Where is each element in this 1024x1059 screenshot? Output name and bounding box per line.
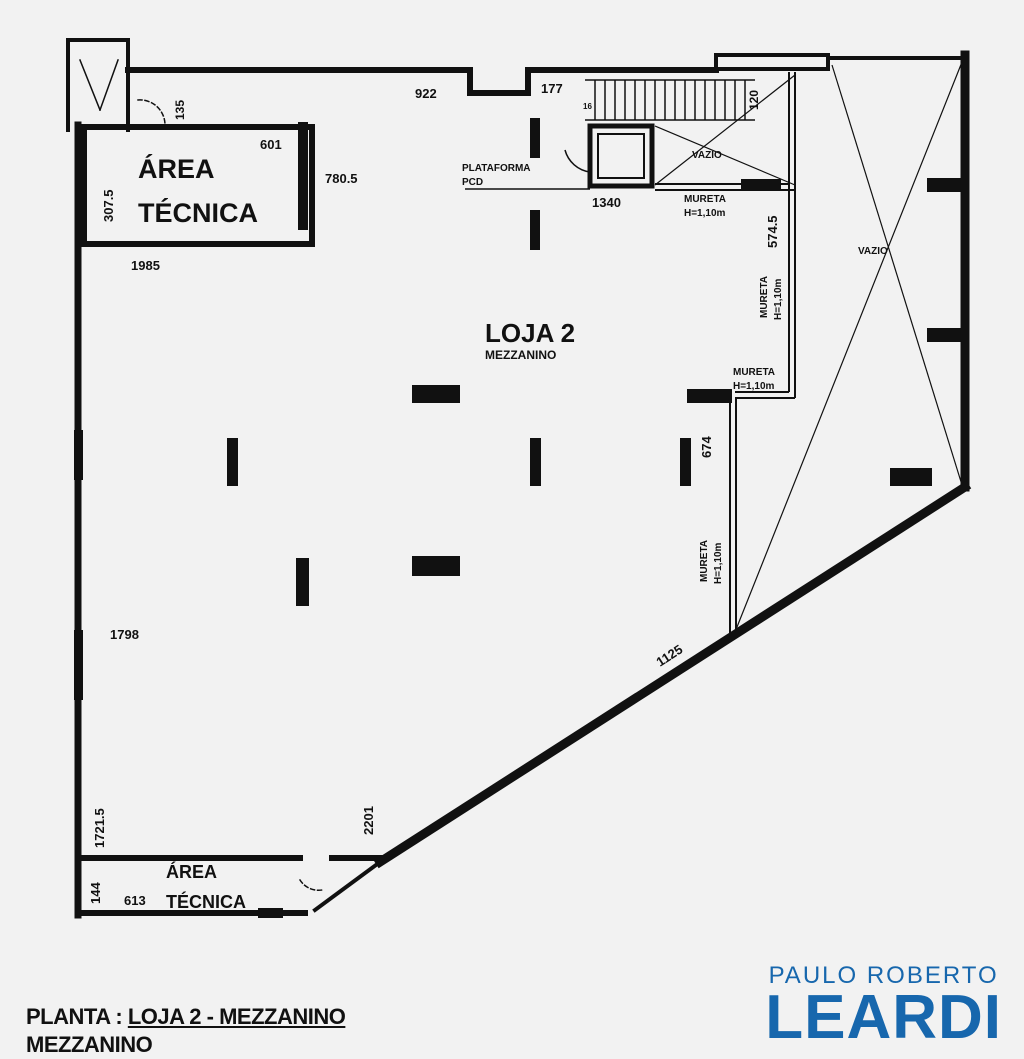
caption-subtitle: MEZZANINO: [26, 1032, 153, 1057]
stairs: [585, 79, 755, 121]
mureta-height: H=1,10m: [773, 278, 784, 320]
mureta-label: MURETA: [684, 194, 726, 205]
brand-logo: PAULO ROBERTO LEARDI: [765, 962, 1002, 1052]
dimension: 1985: [131, 258, 160, 273]
mureta-label: MURETA: [699, 540, 710, 582]
room-label-area-tecnica-bottom-2: TÉCNICA: [166, 891, 246, 912]
dimension: 574.5: [765, 215, 780, 248]
dimension: 1340: [592, 195, 621, 210]
dimension: 16: [583, 102, 592, 111]
room-label-area-tecnica-1: ÁREA: [138, 153, 215, 184]
floor-plan: ÁREA TÉCNICA LOJA 2 MEZZANINO ÁREA TÉCNI…: [66, 38, 972, 919]
plan-caption: PLANTA : LOJA 2 - MEZZANINO MEZZANINO: [26, 1003, 346, 1059]
dimension: 922: [415, 86, 437, 101]
logo-top-text: PAULO ROBERTO: [768, 962, 999, 989]
dimension: 2201: [361, 806, 376, 835]
dimension: 144: [88, 882, 103, 904]
room-label-area-tecnica-2: TÉCNICA: [138, 197, 258, 228]
dimension: 177: [541, 81, 563, 96]
vazio-small-label: VAZIO: [692, 150, 722, 161]
vazio-large-label: VAZIO: [858, 246, 888, 257]
dimension: 120: [747, 90, 761, 110]
room-label-mezzanino: MEZZANINO: [485, 348, 556, 362]
caption-prefix: PLANTA :: [26, 1004, 128, 1029]
mureta-height: H=1,10m: [713, 542, 724, 584]
dimension: 601: [260, 137, 282, 152]
mureta-label: MURETA: [733, 367, 775, 378]
mureta-label: MURETA: [759, 276, 770, 318]
dimension: 1721.5: [92, 808, 107, 848]
dimension: 674: [699, 436, 714, 458]
caption-title: LOJA 2 - MEZZANINO: [127, 1004, 346, 1029]
pcd-label: PCD: [462, 177, 483, 188]
plataforma-label: PLATAFORMA: [462, 163, 531, 174]
logo-name: LEARDI: [765, 983, 1002, 1052]
room-label-area-tecnica-bottom-1: ÁREA: [166, 861, 217, 882]
dimension: 780.5: [325, 171, 358, 186]
mureta-lines: [654, 61, 963, 635]
dimension: 1798: [110, 627, 139, 642]
mureta-height: H=1,10m: [733, 381, 775, 392]
dimension: 307.5: [101, 189, 116, 222]
platform-pcd: [465, 123, 655, 190]
mureta-height: H=1,10m: [684, 208, 726, 219]
dimension: 135: [173, 100, 187, 120]
columns: [74, 118, 965, 918]
room-label-loja: LOJA 2: [485, 318, 575, 348]
dimension: 613: [124, 893, 146, 908]
